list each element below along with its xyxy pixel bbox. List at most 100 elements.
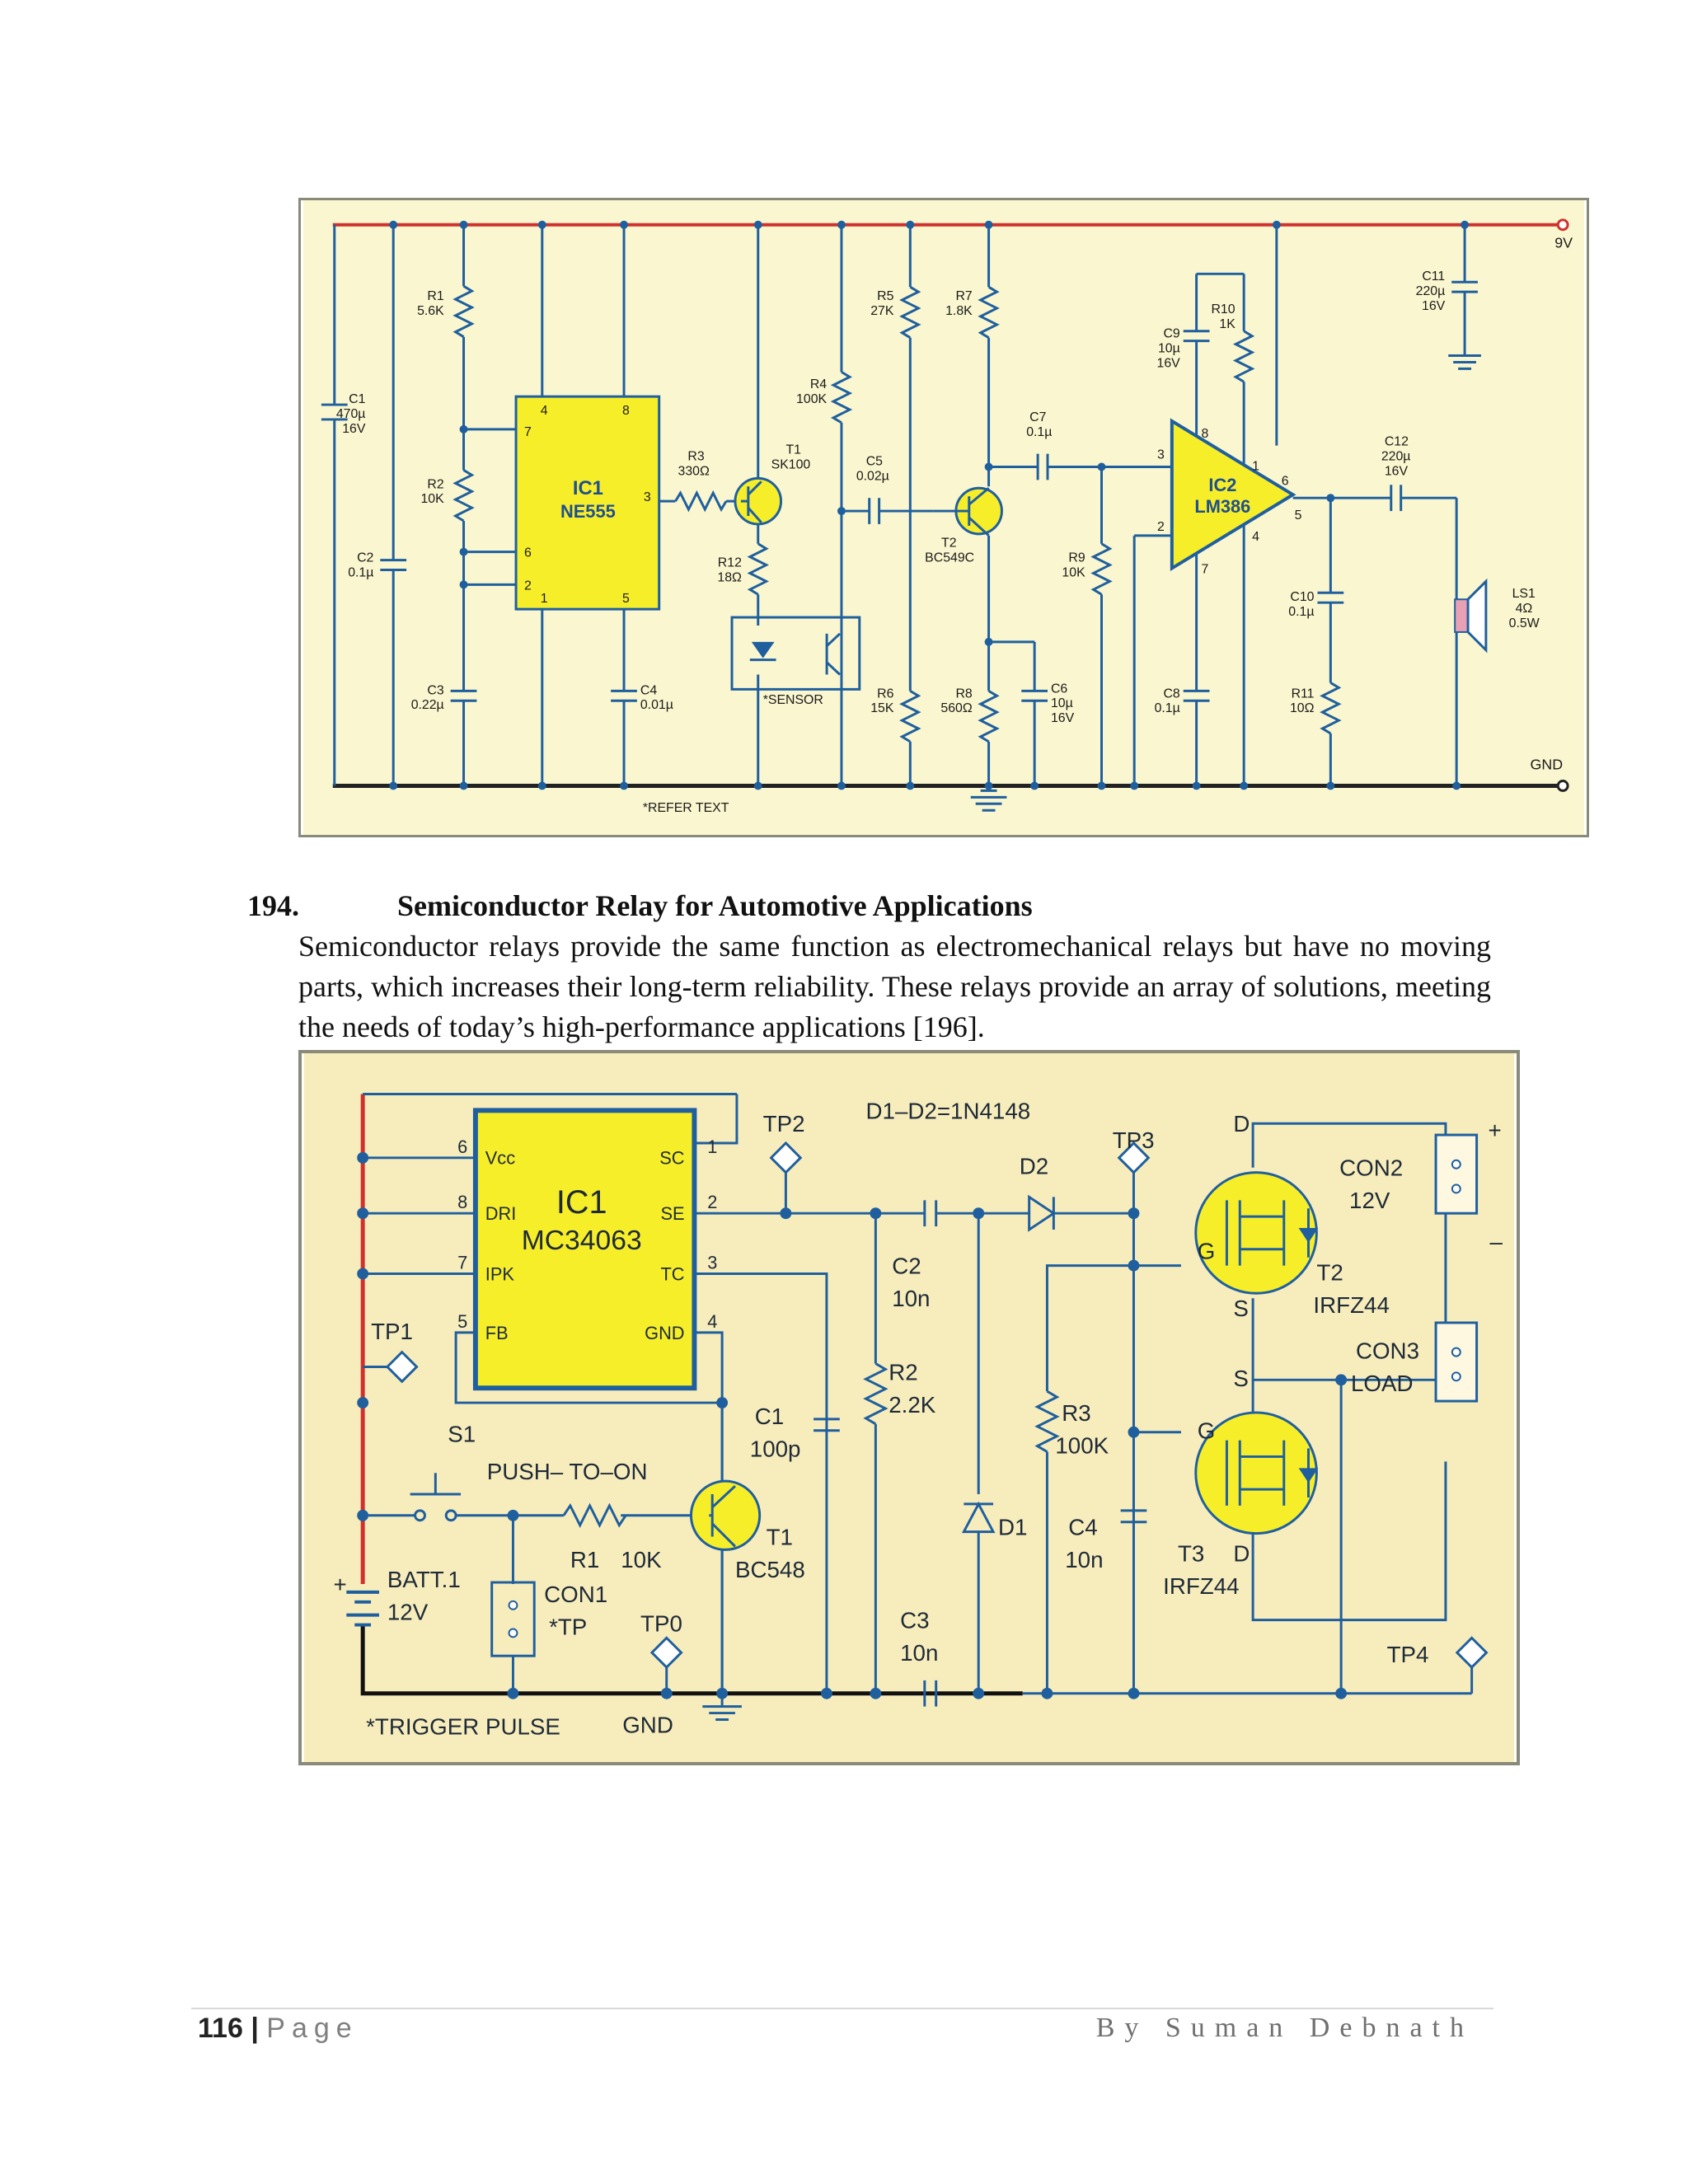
ic1-part-2: MC34063 [522, 1226, 642, 1256]
r4-label: R4 [810, 377, 827, 391]
c2-label-2: C2 [892, 1254, 921, 1279]
c2-value-2: 10n [892, 1286, 930, 1311]
circuit-diagram-sound-alarm: 9V GND IC1 NE555 IC2 LM386 4 8 7 3 6 2 1… [298, 198, 1589, 837]
ic2-pin-3: 3 [1157, 448, 1165, 462]
sensor-label: *SENSOR [763, 693, 823, 707]
tp2-label: TP2 [763, 1111, 805, 1137]
refer-text-note: *REFER TEXT [643, 801, 729, 815]
c11-voltage: 16V [1422, 299, 1446, 313]
r10-label: R10 [1211, 302, 1235, 316]
c5-label: C5 [866, 454, 883, 468]
pin-vcc: Vcc [485, 1148, 515, 1169]
ic1-pin-2: 2 [524, 579, 532, 593]
c11-value: 220µ [1416, 284, 1446, 298]
tp0-label: TP0 [640, 1610, 682, 1636]
ic2-pin-7: 7 [1202, 562, 1209, 576]
c2-value: 0.1µ [348, 565, 373, 579]
gnd-label: GND [622, 1712, 673, 1737]
con2-label: CON2 [1339, 1155, 1403, 1181]
c1-value: 470µ [336, 407, 366, 421]
c3-value-2: 10n [900, 1640, 938, 1666]
con1-label: CON1 [544, 1582, 607, 1607]
r2-label-2: R2 [889, 1359, 917, 1385]
diode-spec: D1–D2=1N4148 [865, 1098, 1030, 1123]
pin-tc: TC [660, 1263, 684, 1284]
battery-voltage: 12V [387, 1600, 429, 1625]
r1-value: 5.6K [417, 304, 444, 318]
c12-voltage: 16V [1385, 464, 1409, 478]
ic2-name: IC2 [1208, 475, 1236, 495]
t2-label-2: T2 [1316, 1259, 1343, 1285]
t3-part-2: IRFZ44 [1163, 1573, 1239, 1599]
pin-num-7: 7 [457, 1253, 467, 1273]
pin-num-6: 6 [457, 1137, 467, 1157]
ic1-name-2: IC1 [556, 1184, 607, 1221]
footer-author: By Suman Debnath [1095, 2013, 1474, 2043]
tp3-label: TP3 [1113, 1127, 1155, 1153]
c3-label: C3 [427, 683, 443, 697]
r6-label: R6 [877, 687, 893, 701]
r9-value: 10K [1062, 565, 1085, 579]
c4-label: C4 [640, 683, 657, 697]
tp1-label: TP1 [371, 1319, 413, 1344]
tp4-label: TP4 [1387, 1642, 1429, 1667]
r11-label: R11 [1292, 687, 1315, 701]
c9-label: C9 [1163, 327, 1179, 341]
ls1-power: 0.5W [1509, 616, 1540, 630]
ic2-part: LM386 [1194, 496, 1250, 517]
con2-plus-label: + [1488, 1118, 1501, 1143]
c12-value: 220µ [1381, 450, 1411, 464]
t3-label-2: T3 [1178, 1540, 1204, 1566]
push-to-on-label: PUSH– TO–ON [487, 1459, 648, 1484]
footer-page-info: 116 | Page [198, 2013, 359, 2045]
r1-value-2: 10K [621, 1547, 662, 1572]
t2-drain-label: D [1233, 1111, 1250, 1137]
ic2-pin-2: 2 [1157, 520, 1165, 534]
t3-source-label: S [1233, 1366, 1249, 1391]
c1-value-2: 100p [750, 1436, 801, 1461]
footer-divider [191, 2008, 1493, 2009]
con2-minus-label: – [1489, 1229, 1503, 1254]
r7-label: R7 [955, 289, 972, 303]
pin-num-1: 1 [707, 1137, 717, 1157]
ic1-pin-4: 4 [541, 404, 548, 418]
ic1-pin-3: 3 [644, 490, 651, 504]
con2-voltage: 12V [1349, 1188, 1390, 1213]
page-number: 116 [198, 2013, 243, 2044]
ic1-pin-6: 6 [524, 546, 532, 560]
c7-label: C7 [1029, 410, 1046, 424]
section-paragraph: Semiconductor relays provide the same fu… [298, 930, 1491, 1043]
supply-label: 9V [1554, 235, 1573, 251]
page-label: Page [266, 2013, 359, 2044]
con3-label: CON3 [1356, 1338, 1419, 1364]
pin-num-8: 8 [457, 1192, 467, 1212]
c4-label-2: C4 [1068, 1515, 1097, 1540]
pin-se: SE [660, 1203, 684, 1224]
r2-value: 10K [421, 492, 445, 506]
pin-sc: SC [659, 1148, 684, 1169]
ic1-pin-1: 1 [541, 592, 548, 606]
ic1-pin-7: 7 [524, 425, 532, 439]
ic2-pin-5: 5 [1295, 509, 1302, 523]
r1-label-2: R1 [570, 1547, 599, 1572]
c1-voltage: 16V [342, 422, 366, 436]
r8-value: 560Ω [940, 701, 972, 715]
c6-label: C6 [1051, 682, 1067, 696]
pin-ipk: IPK [485, 1263, 515, 1284]
t2-part: BC549C [925, 551, 974, 565]
r1-label: R1 [427, 289, 443, 303]
r6-value: 15K [870, 701, 894, 715]
t1-label-2: T1 [767, 1524, 793, 1549]
r4-value: 100K [796, 392, 827, 406]
r2-label: R2 [427, 477, 443, 491]
ic1-name: IC1 [573, 477, 603, 499]
t2-gate-label: G [1198, 1239, 1216, 1264]
ls1-label: LS1 [1512, 587, 1536, 601]
c12-label: C12 [1385, 435, 1409, 449]
c1-label-2: C1 [755, 1404, 784, 1429]
c4-value: 0.01µ [640, 698, 673, 712]
c8-value: 0.1µ [1155, 701, 1180, 715]
ic2-pin-6: 6 [1282, 474, 1289, 488]
c9-value: 10µ [1158, 342, 1180, 356]
section-heading: 194. Semiconductor Relay for Automotive … [247, 888, 1533, 930]
